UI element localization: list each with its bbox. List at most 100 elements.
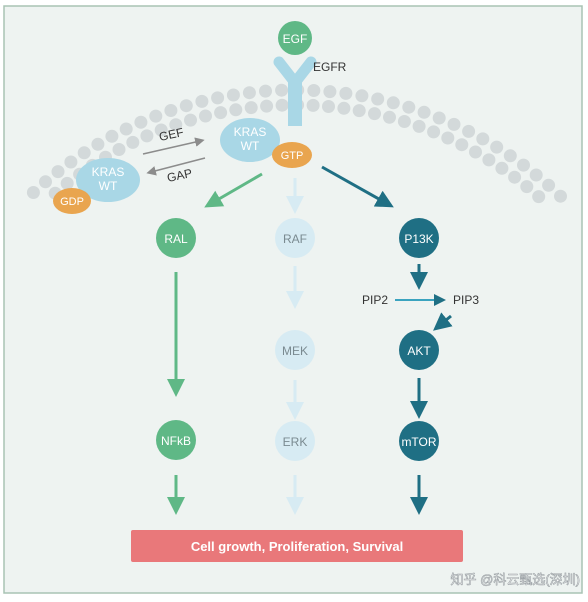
membrane-bead <box>229 103 243 117</box>
membrane-bead <box>441 131 455 145</box>
kras-wt-gdp-label-2: WT <box>99 179 118 193</box>
membrane-bead <box>503 149 517 163</box>
membrane-bead <box>368 107 381 121</box>
raf-label: RAF <box>283 232 307 246</box>
membrane-bead <box>495 161 509 175</box>
kras-wt-gtp-label-1: KRAS <box>234 125 267 139</box>
gap-arrow <box>146 157 206 176</box>
membrane-bead <box>260 99 274 113</box>
gtp-label: GTP <box>281 150 304 162</box>
membrane-bead <box>195 94 209 108</box>
egfr-receptor <box>273 56 317 126</box>
gef-label: GEF <box>158 125 185 144</box>
membrane-bead <box>352 104 366 118</box>
membrane-bead <box>355 89 369 103</box>
kras-to-ral-arrow <box>204 172 263 208</box>
membrane-bead <box>164 104 178 117</box>
membrane-bead <box>469 145 482 159</box>
cell-membrane <box>26 83 567 204</box>
membrane-bead <box>476 132 490 146</box>
membrane-bead <box>275 98 289 112</box>
membrane-bead <box>39 175 52 189</box>
membrane-bead <box>520 180 534 194</box>
egf-label: EGF <box>283 32 308 46</box>
kras-to-pi3k-arrow <box>321 165 394 208</box>
membrane-bead <box>226 88 240 102</box>
membrane-bead <box>371 92 385 106</box>
membrane-bead <box>140 129 154 143</box>
membrane-bead <box>482 153 496 167</box>
outcome-label: Cell growth, Proliferation, Survival <box>191 539 403 554</box>
membrane-bead <box>323 85 337 99</box>
egf-node <box>278 21 312 55</box>
membrane-bead <box>386 96 400 110</box>
membrane-bead <box>259 84 272 98</box>
kras-wt-gdp-node <box>76 158 140 202</box>
membrane-bead <box>339 86 353 100</box>
membrane-bead <box>517 158 530 172</box>
outcome-bar <box>131 530 463 562</box>
membrane-bead <box>417 105 431 119</box>
pip2-label: PIP2 <box>362 293 388 307</box>
ral-label: RAL <box>164 232 188 246</box>
membrane-bead <box>77 146 91 160</box>
membrane-bead <box>322 100 335 113</box>
mek-label: MEK <box>282 344 308 358</box>
mtor-label: mTOR <box>401 435 436 449</box>
membrane-bead <box>427 125 441 139</box>
membrane-bead <box>432 111 446 125</box>
membrane-bead <box>402 100 416 114</box>
membrane-bead <box>412 119 426 133</box>
ral-node <box>156 218 196 258</box>
membrane-bead <box>542 178 556 192</box>
mtor-node <box>399 421 439 461</box>
membrane-bead <box>397 115 411 128</box>
membrane-bead <box>214 106 228 120</box>
pi3k-label: P13K <box>404 232 433 246</box>
membrane-bead <box>307 84 321 97</box>
membrane-bead <box>105 129 119 143</box>
erk-node <box>275 421 315 461</box>
membrane-bead <box>126 135 140 149</box>
membrane-bead <box>508 170 522 184</box>
membrane-bead <box>112 143 126 156</box>
nfkb-node <box>156 420 196 460</box>
gap-label: GAP <box>166 166 194 185</box>
gdp-label: GDP <box>60 196 84 208</box>
membrane-bead <box>149 109 163 123</box>
watermark: 知乎 @科云甄选(深圳) <box>451 572 580 587</box>
gtp-node <box>272 142 312 168</box>
membrane-bead <box>119 122 133 136</box>
membrane-bead <box>51 165 65 179</box>
membrane-bead <box>455 138 469 152</box>
egfr-label: EGFR <box>313 60 347 74</box>
membrane-bead <box>462 124 476 138</box>
membrane-bead <box>529 168 543 182</box>
kras-wt-gtp-label-2: WT <box>241 139 260 153</box>
membrane-bead <box>184 113 197 127</box>
gdp-node <box>53 188 91 214</box>
kras-wt-gdp-label-1: KRAS <box>92 165 125 179</box>
membrane-bead <box>242 86 256 100</box>
membrane-bead <box>447 117 461 131</box>
membrane-bead <box>306 98 320 112</box>
membrane-bead <box>383 110 396 124</box>
membrane-bead <box>490 140 504 154</box>
membrane-bead <box>275 83 289 97</box>
membrane-bead <box>64 155 78 169</box>
pi3k-node <box>399 218 439 258</box>
kras-wt-gtp-node <box>220 118 280 162</box>
membrane-bead <box>244 101 258 115</box>
membrane-bead <box>91 137 105 151</box>
membrane-bead <box>26 186 40 199</box>
membrane-bead <box>134 115 148 129</box>
raf-node <box>275 218 315 258</box>
membrane-bead <box>337 101 351 115</box>
membrane-bead <box>169 118 183 132</box>
membrane-bead <box>211 91 225 105</box>
membrane-bead <box>554 189 567 203</box>
membrane-bead <box>154 123 168 137</box>
pip3-to-akt-arrow <box>433 312 453 331</box>
